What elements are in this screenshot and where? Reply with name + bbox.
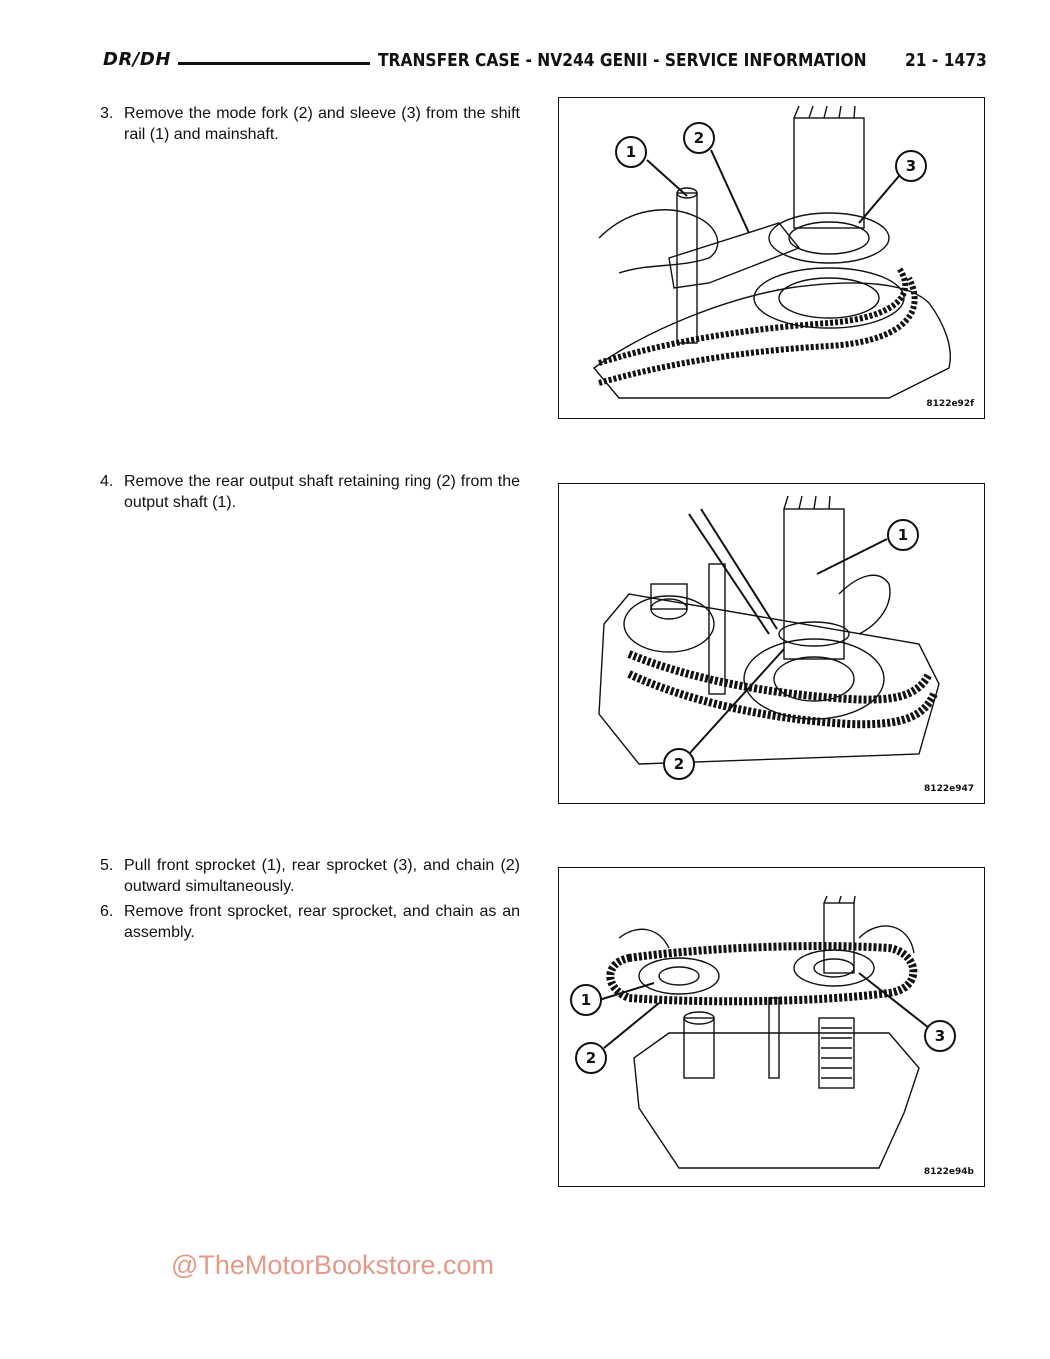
- callout-2: 2: [694, 129, 704, 147]
- callout-2-circle: [683, 122, 715, 154]
- manual-model-code: DR/DH: [103, 49, 171, 70]
- step-5: 5. Pull front sprocket (1), rear sprocke…: [100, 855, 520, 897]
- callout-1: 1: [581, 991, 591, 1009]
- step-4: 4. Remove the rear output shaft retainin…: [100, 471, 520, 513]
- step-number: 4.: [100, 473, 114, 490]
- step-text: Pull front sprocket (1), rear sprocket (…: [124, 857, 520, 895]
- callout-3-circle: [895, 150, 927, 182]
- step-number: 5.: [100, 857, 114, 874]
- figure-sprocket-chain-removal: 1 2 3 8122e94b: [558, 867, 985, 1187]
- section-title: TRANSFER CASE - NV244 GENII - SERVICE IN…: [378, 50, 867, 71]
- figure-code: 8122e947: [924, 784, 974, 794]
- header-rule: [178, 62, 370, 65]
- callout-3-circle: [924, 1020, 956, 1052]
- figure-mode-fork-removal: 1 2 3 8122e92f: [558, 97, 985, 419]
- callout-1-circle: [615, 136, 647, 168]
- page-header: DR/DH TRANSFER CASE - NV244 GENII - SERV…: [0, 0, 1050, 90]
- callout-2: 2: [586, 1049, 596, 1067]
- step-6: 6. Remove front sprocket, rear sprocket,…: [100, 901, 520, 943]
- figure-retaining-ring-removal: 1 2 8122e947: [558, 483, 985, 804]
- callout-3: 3: [935, 1027, 945, 1045]
- step-number: 6.: [100, 903, 114, 920]
- page-number: 21 - 1473: [905, 50, 987, 71]
- callout-3: 3: [906, 157, 916, 175]
- step-number: 3.: [100, 105, 114, 122]
- sprocket-chain-illustration: 1 2 3: [570, 895, 956, 1169]
- callout-2-circle: [663, 748, 695, 780]
- callout-1-circle: [570, 984, 602, 1016]
- step-text: Remove the rear output shaft retaining r…: [124, 473, 520, 511]
- callout-2: 2: [674, 755, 684, 773]
- callout-2-circle: [575, 1042, 607, 1074]
- step-3: 3. Remove the mode fork (2) and sleeve (…: [100, 103, 520, 145]
- step-text: Remove front sprocket, rear sprocket, an…: [124, 903, 520, 941]
- callout-1: 1: [626, 143, 636, 161]
- figure-code: 8122e92f: [926, 399, 974, 409]
- figure-code: 8122e94b: [923, 1167, 974, 1177]
- watermark: @TheMotorBookstore.com: [171, 1250, 495, 1280]
- mode-fork-illustration: 1 2 3: [592, 105, 951, 399]
- retaining-ring-illustration: 1 2: [598, 495, 940, 780]
- step-text: Remove the mode fork (2) and sleeve (3) …: [124, 105, 520, 143]
- callout-1-circle: [887, 519, 919, 551]
- callout-1: 1: [898, 526, 908, 544]
